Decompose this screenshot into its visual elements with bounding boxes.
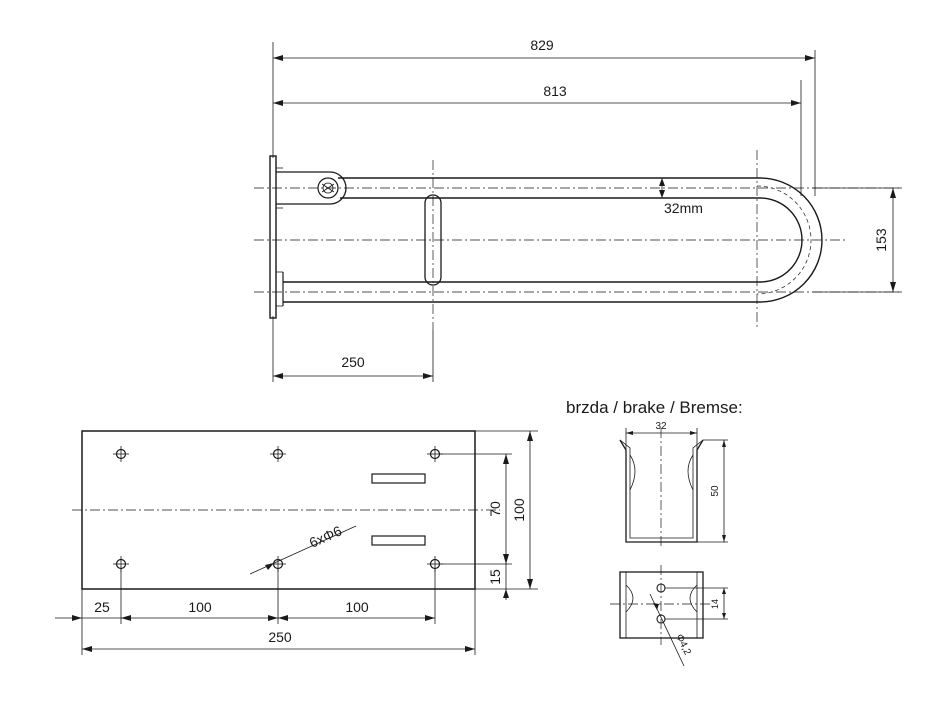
brake-dim-width-label: 32 (655, 421, 667, 432)
brake-dim-height-label: 50 (710, 485, 721, 497)
brake-view: brzda / brake / Bremse: 32 50 (566, 398, 743, 667)
dim-bottom-label: 15 (487, 569, 503, 585)
mounting-plate-view: 6xΦ6 70 100 15 25 100 100 (55, 430, 538, 655)
holes-label: 6xΦ6 (307, 522, 345, 550)
dim-hole-spacing-label: 70 (487, 501, 503, 517)
dim-spacing-2-label: 100 (345, 599, 369, 615)
dim-offset-label: 25 (94, 599, 110, 615)
dim-plate-width-label: 250 (268, 629, 292, 645)
brake-dim-hole-label: Φ4,2 (673, 632, 693, 657)
wall-plate (269, 155, 277, 319)
dim-overall-label: 829 (530, 37, 554, 53)
dim-height-label: 153 (873, 228, 889, 252)
brake-title: brzda / brake / Bremse: (566, 398, 743, 417)
dim-length-label: 813 (543, 83, 567, 99)
dim-spacing-1-label: 100 (188, 599, 212, 615)
brake-profile (619, 439, 704, 543)
dim-support-label: 250 (341, 354, 365, 370)
plate-slot-top (371, 473, 426, 484)
plate-hole (270, 446, 286, 462)
plate-hole (427, 446, 443, 462)
grab-bar-side-view: 829 813 32mm 153 250 (254, 37, 902, 382)
dim-plate-height-label: 100 (511, 498, 527, 522)
brake-bottom (619, 571, 704, 639)
dim-tube-label: 32mm (664, 200, 703, 216)
plate-hole (113, 446, 129, 462)
plate-slot-bottom (371, 535, 426, 546)
brake-dim-slot-label: 14 (710, 599, 720, 609)
